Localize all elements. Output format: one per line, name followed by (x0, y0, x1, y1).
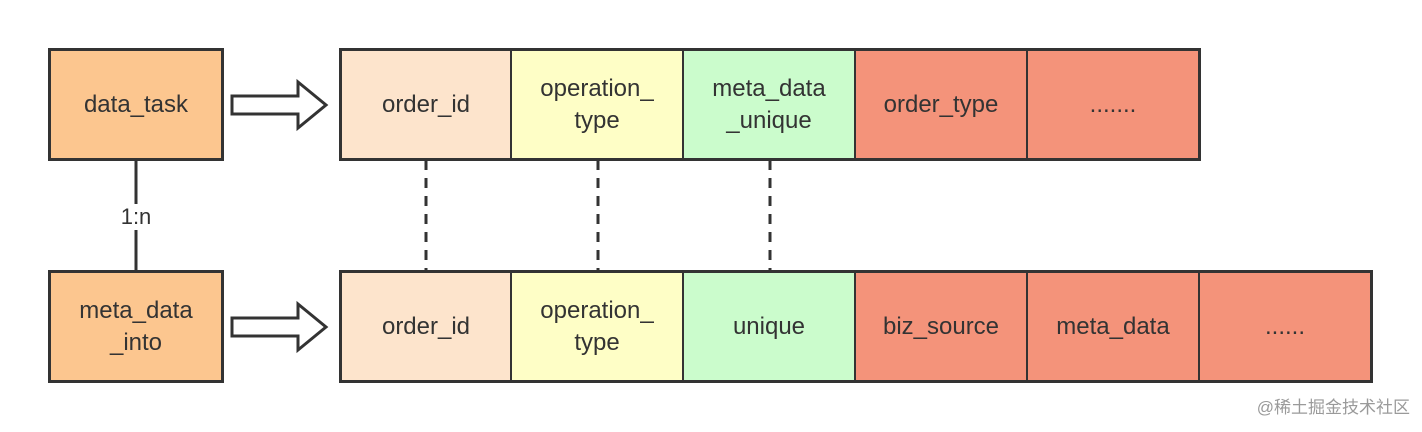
bottom-field-label: unique (732, 312, 806, 340)
bottom-field-1: order_id (339, 270, 513, 383)
entity-data-task: data_task (48, 48, 224, 161)
top-field-label: order_type (883, 90, 999, 118)
watermark: @稀土掘金技术社区 (1256, 398, 1410, 417)
top-field-label: operation_ type (540, 74, 654, 134)
arrow-top-icon (230, 78, 329, 132)
top-field-3: meta_data _unique (684, 48, 857, 161)
bottom-field-3: unique (684, 270, 857, 383)
bottom-field-label: biz_source (882, 312, 1000, 340)
top-field-label: ....... (1089, 90, 1137, 118)
bottom-field-label: order_id (381, 312, 471, 340)
top-field-4: order_type (856, 48, 1029, 161)
entity-data-task-label: data_task (83, 90, 189, 118)
top-field-2: operation_ type (512, 48, 685, 161)
bottom-field-2: operation_ type (512, 270, 685, 383)
top-field-5: ....... (1028, 48, 1201, 161)
entity-meta-data-into-label: meta_data _into (79, 296, 193, 356)
relation-label: 1:n (104, 204, 168, 230)
bottom-field-6: ...... (1200, 270, 1373, 383)
bottom-field-4: biz_source (856, 270, 1029, 383)
arrow-bottom-icon (230, 300, 329, 354)
entity-meta-data-into: meta_data _into (48, 270, 224, 383)
top-field-label: order_id (381, 90, 471, 118)
bottom-field-label: ...... (1264, 312, 1305, 340)
top-field-1: order_id (339, 48, 513, 161)
bottom-field-label: operation_ type (540, 296, 654, 356)
top-field-label: meta_data _unique (712, 74, 826, 134)
bottom-field-5: meta_data (1028, 270, 1201, 383)
bottom-field-label: meta_data (1056, 312, 1170, 340)
